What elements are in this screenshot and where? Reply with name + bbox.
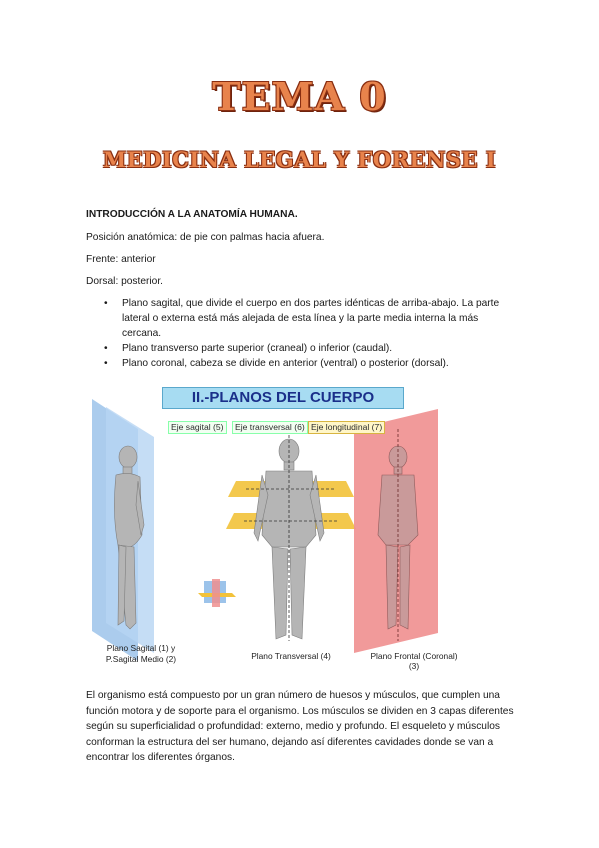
axis-label-sagital: Eje sagital (5) xyxy=(168,421,227,434)
planes-list: Plano sagital, que divide el cuerpo en d… xyxy=(104,296,516,371)
axis-label-longitudinal: Eje longitudinal (7) xyxy=(308,421,386,434)
closing-paragraph: El organismo está compuesto por un gran … xyxy=(86,690,514,763)
figure-frontal xyxy=(253,438,325,640)
document-subtitle: MEDICINA LEGAL Y FORENSE I xyxy=(102,147,497,172)
caption-transversal: Plano Transversal (4) xyxy=(251,651,331,661)
list-item: Plano coronal, cabeza se divide en anter… xyxy=(104,356,516,371)
caption-sagital-1: Plano Sagital (1) y xyxy=(106,643,176,653)
section-heading: INTRODUCCIÓN A LA ANATOMÍA HUMANA. xyxy=(86,209,298,220)
intro-line-frente: Frente: anterior xyxy=(86,254,156,265)
figure-title: II.-PLANOS DEL CUERPO xyxy=(162,387,404,409)
caption-frontal-1: Plano Frontal (Coronal) xyxy=(370,651,458,661)
axis-label-transversal: Eje transversal (6) xyxy=(232,421,308,434)
list-item: Plano sagital, que divide el cuerpo en d… xyxy=(104,296,516,341)
orientation-cube-icon xyxy=(198,579,236,607)
intro-line-dorsal: Dorsal: posterior. xyxy=(86,276,164,287)
caption-frontal-2: (3) xyxy=(408,661,420,671)
list-item: Plano transverso parte superior (craneal… xyxy=(104,341,516,356)
planes-figure: II.-PLANOS DEL CUERPO Eje sagital (5) Ej… xyxy=(86,385,518,671)
document-title: TEMA 0 xyxy=(212,74,387,119)
intro-line-posicion: Posición anatómica: de pie con palmas ha… xyxy=(86,232,325,243)
figure-lateral xyxy=(114,445,145,630)
planes-illustration xyxy=(92,399,438,661)
caption-sagital-2: P.Sagital Medio (2) xyxy=(105,654,177,664)
